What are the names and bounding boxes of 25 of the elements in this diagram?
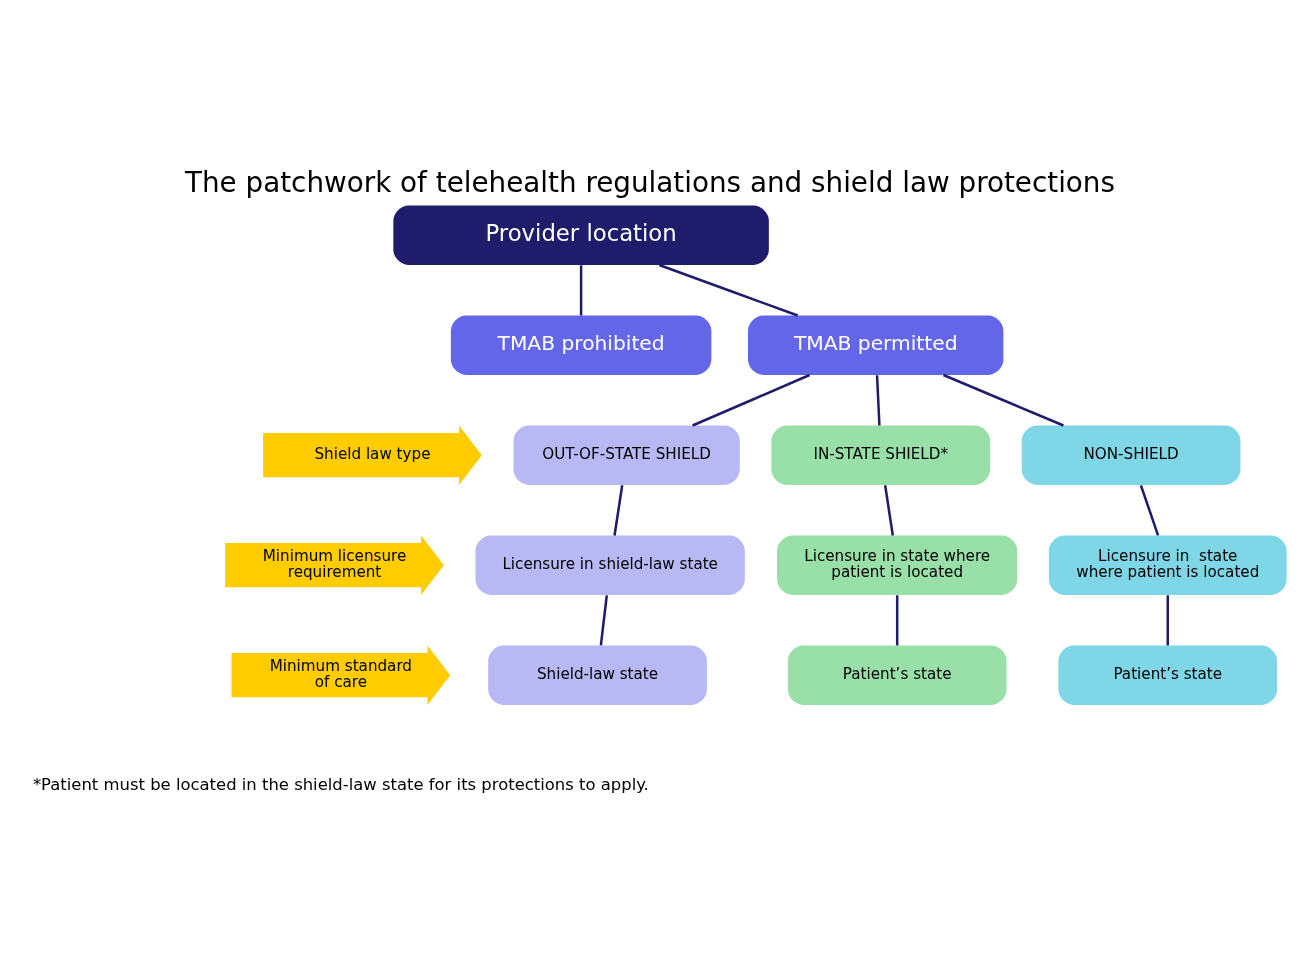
node-box: TMAB prohibited <box>450 315 712 375</box>
diagram-title: The patchwork of telehealth regulations and shield law protections <box>185 165 1115 199</box>
connector <box>895 594 899 645</box>
connector <box>1139 484 1160 536</box>
node-box: OUT-OF-STATE SHIELD <box>513 425 740 485</box>
node-box: Licensure in state where patient is located <box>1048 535 1287 595</box>
caption: *Patient must be located in the shield-law state for its protections to apply. <box>32 774 649 794</box>
node-box: Patient’s state <box>1058 645 1278 705</box>
connector <box>658 263 799 317</box>
connector <box>1166 594 1170 645</box>
node-box: NON-SHIELD <box>1021 425 1241 485</box>
connector <box>579 264 583 315</box>
node-box: TMAB permitted <box>748 315 1004 375</box>
node-box: Licensure in state where patient is located <box>777 535 1018 595</box>
connector <box>599 594 609 646</box>
node-box: Licensure in shield-law state <box>475 535 745 595</box>
connector <box>875 374 881 425</box>
node-box: IN-STATE SHIELD* <box>771 425 991 485</box>
connector <box>942 373 1064 427</box>
node-box: Shield-law state <box>488 645 707 705</box>
connector <box>613 484 624 536</box>
node-box: Provider location <box>393 205 769 265</box>
node-box: Patient’s state <box>787 645 1007 705</box>
connector <box>883 484 895 536</box>
connector <box>692 373 811 427</box>
